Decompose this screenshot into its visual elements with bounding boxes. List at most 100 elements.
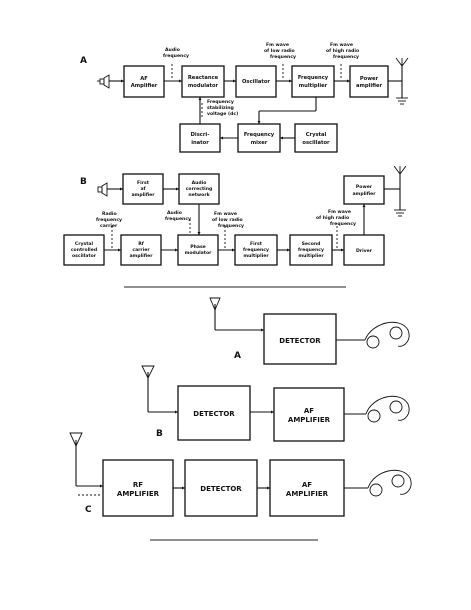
driver-line1: Driver (356, 248, 373, 254)
detector-c-block (184, 459, 258, 517)
fm-low-b-note-3: frequency (218, 223, 244, 229)
disc-line2: inator (191, 140, 209, 146)
headphones-icon (364, 321, 410, 349)
fm-high-b-note-3: frequency (330, 221, 356, 227)
fm-high-note-1: Fm wave (330, 42, 353, 48)
audio-corr-line3: network (188, 192, 210, 198)
rf-carrier-line3: amplifier (129, 253, 153, 259)
fm-high-b-note-1: Fm wave (328, 209, 351, 215)
crystal-controlled-oscillator-block (63, 234, 105, 266)
rf-amplifier-c-block (102, 459, 174, 517)
section-label-recv-c: C (85, 505, 92, 515)
fmix-line1: Frequency (244, 132, 275, 138)
audio-frequency-note-1: Audio (165, 47, 180, 53)
pamp-line2: amplifier (356, 83, 383, 89)
af-amp-b-line1: AF (304, 407, 314, 415)
rf-carrier-line1: Rf (138, 241, 145, 247)
disc-line1: Discri- (191, 132, 210, 138)
radio-carrier-note-1: Radio (102, 211, 117, 217)
microphone-icon (97, 74, 110, 89)
power-amplifier-b-block (343, 175, 385, 205)
second-fm-line3: multiplier (298, 253, 324, 259)
section-label-a: A (80, 56, 87, 66)
first-fm-line2: frequency (243, 247, 269, 253)
second-fm-line2: frequency (298, 247, 324, 253)
af-amp-b-line2: AMPLIFIER (288, 416, 331, 424)
driver-block (343, 234, 385, 266)
phase-mod-line1: Phase (190, 244, 206, 250)
radio-carrier-note-3: carrier (100, 223, 118, 229)
xtal-line3: oscillator (72, 253, 97, 259)
detector-a-label: DETECTOR (279, 337, 321, 345)
frequency-mixer-block (237, 123, 281, 153)
detector-b-label: DETECTOR (193, 410, 235, 418)
fmult-line2: multiplier (299, 83, 328, 89)
headphones-icon (365, 395, 410, 423)
detector-a-block (263, 313, 337, 365)
phase-modulator-block (177, 234, 219, 266)
stab-note-2: stabilizing (207, 105, 234, 111)
fm-high-note-3: frequency (333, 54, 359, 60)
fm-low-note-2: of low radio (264, 48, 295, 54)
detector-c-label: DETECTOR (200, 485, 242, 493)
af-amplifier-line1: AF (140, 76, 148, 82)
rf-amp-c-line2: AMPLIFIER (117, 490, 160, 498)
pamp-line1: Power (360, 76, 379, 82)
figure-fm-phase-transmitter: B First af amplifier Audio correcting ne… (63, 165, 407, 266)
xtal-line1: Crystal (75, 241, 94, 247)
crystal-oscillator-block (294, 123, 338, 153)
headphones-icon (367, 469, 412, 497)
fm-high-b-note-2: of high radio (316, 215, 349, 221)
first-af-line1: First (137, 180, 150, 186)
fmix-line2: mixer (251, 140, 268, 146)
fmult-line1: Frequency (298, 75, 329, 81)
section-label-b: B (80, 177, 87, 187)
antenna-icon (141, 365, 155, 412)
reactance-line1: Reactance (188, 75, 219, 81)
fm-low-b-note-2: of low radio (212, 217, 243, 223)
audio-freq-b-note-2: frequency (165, 216, 191, 222)
antenna-icon (384, 165, 407, 210)
af-amplifier-line2: Amplifier (131, 83, 158, 89)
audio-corr-line2: correcting (186, 186, 213, 192)
af-amp-c-line1: AF (302, 481, 312, 489)
detector-b-block (177, 385, 251, 441)
section-label-recv-a: A (234, 351, 241, 361)
reactance-line2: modulator (188, 83, 219, 89)
power-amp-b-line2: amplifier (352, 191, 376, 197)
xtal-line2: controlled (71, 247, 97, 253)
audio-corr-line1: Audio (192, 180, 207, 186)
antenna-icon (209, 297, 221, 330)
radio-carrier-note-2: frequency (96, 217, 122, 223)
oscillator-line1: Oscillator (242, 79, 270, 85)
fm-high-note-2: of high radio (326, 48, 359, 54)
phase-mod-line2: modulator (185, 250, 213, 256)
discriminator-block (179, 123, 221, 153)
second-frequency-multiplier-block (289, 234, 333, 266)
microphone-icon (97, 182, 108, 197)
rf-amp-c-line1: RF (133, 481, 143, 489)
antenna-icon (69, 432, 83, 486)
first-af-line3: amplifier (131, 192, 155, 198)
fm-low-note-3: frequency (270, 54, 296, 60)
section-label-recv-b: B (156, 429, 163, 439)
frequency-multiplier-block (291, 65, 335, 98)
af-amp-c-line2: AMPLIFIER (286, 490, 329, 498)
stab-note-1: Frequency (207, 99, 234, 105)
fm-low-b-note-1: Fm wave (214, 211, 237, 217)
ground-icon (394, 209, 406, 217)
audio-freq-b-note-1: Audio (167, 210, 182, 216)
xosc-line2: oscillator (302, 140, 330, 146)
af-amplifier-c-block (269, 459, 345, 517)
figure-receivers: DETECTOR A DETECTOR B AF AMPLIFIER (69, 297, 412, 517)
first-fm-line3: multiplier (243, 253, 269, 259)
audio-frequency-note-2: frequency (163, 53, 189, 59)
antenna-icon (388, 57, 409, 98)
ground-icon (396, 97, 408, 105)
stab-note-3: voltage (dc) (207, 111, 238, 117)
first-af-line2: af (140, 186, 146, 192)
first-fm-line1: First (250, 241, 263, 247)
figure-fm-reactance-transmitter: A AF Amplifier Audio frequency Reactance… (80, 42, 409, 153)
rf-carrier-line2: carrier (132, 247, 150, 253)
